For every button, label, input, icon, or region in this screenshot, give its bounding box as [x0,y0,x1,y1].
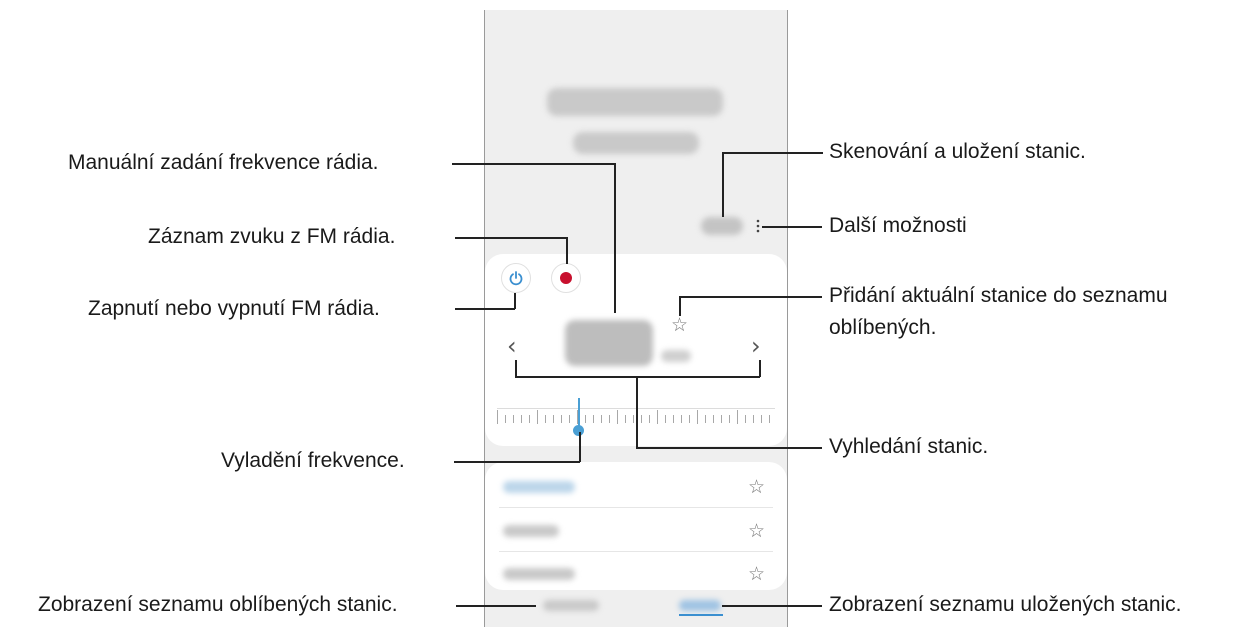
chevron-left-icon[interactable]: ‹ [507,332,517,360]
tab-favorites[interactable] [543,600,599,611]
tuning-needle[interactable] [578,398,580,432]
annotation-scan: Skenování a uložení stanic. [829,140,1086,163]
power-button[interactable] [501,263,531,293]
annotation-tune: Vyladění frekvence. [221,449,405,472]
frequency-unit [661,350,691,362]
star-outline-icon[interactable]: ☆ [748,563,766,585]
station-item-3[interactable] [503,568,575,580]
favorite-star-icon[interactable]: ☆ [671,314,689,336]
station-item-2[interactable] [503,525,559,537]
record-icon [560,272,572,284]
record-button[interactable] [551,263,581,293]
station-info-blurred [573,132,699,154]
station-name-blurred [547,88,723,116]
annotation-favorites-list: Zobrazení seznamu oblíbených stanic. [38,593,398,616]
frequency-display[interactable] [565,320,653,366]
annotation-record: Záznam zvuku z FM rádia. [148,225,396,248]
annotation-manual-frequency: Manuální zadání frekvence rádia. [68,151,379,174]
chevron-right-icon[interactable]: › [751,332,761,360]
star-outline-icon[interactable]: ☆ [748,520,766,542]
more-options-icon[interactable] [756,218,760,234]
annotation-power: Zapnutí nebo vypnutí FM rádia. [88,297,380,320]
tab-saved[interactable] [679,600,721,611]
annotation-saved-list: Zobrazení seznamu uložených stanic. [829,593,1182,616]
annotation-more-options: Další možnosti [829,214,967,237]
star-outline-icon[interactable]: ☆ [748,476,766,498]
annotation-search: Vyhledání stanic. [829,435,989,458]
station-item-1[interactable] [503,481,575,493]
annotation-add-favorite-1: Přidání aktuální stanice do seznamu [829,284,1168,307]
tuning-knob[interactable] [573,425,584,436]
tab-saved-underline [679,614,723,616]
power-icon [509,271,523,286]
radio-app-screen: ☆ ‹ › [484,10,788,627]
scan-button[interactable] [701,217,743,235]
annotation-add-favorite-2: oblíbených. [829,316,937,339]
